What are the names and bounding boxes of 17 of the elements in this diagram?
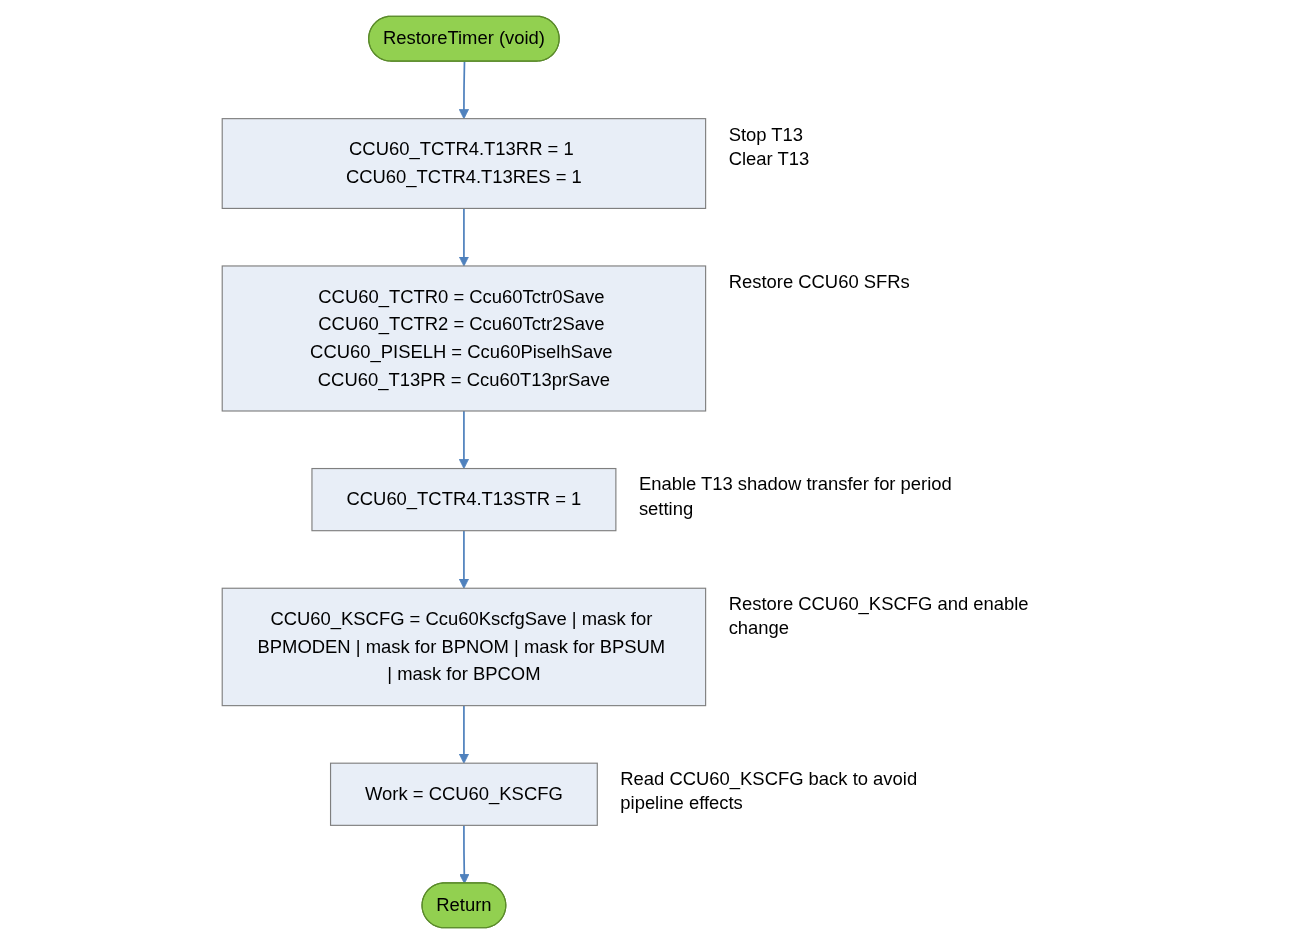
node-box: CCU60_TCTR0 = Ccu60Tctr0Save CCU60_TCTR2 = Ccu60Tctr2Save CCU60_PISELH = Ccu60PiselhSave CCU60_T13PR = Ccu60T13prSave [222,265,707,412]
annotation-text: Clear T13 [729,147,810,170]
node-box: Work = CCU60_KSCFG [330,762,599,826]
arrow [459,207,470,267]
arrow [459,529,470,589]
annotation-text: Restore CCU60 SFRs [729,270,911,294]
annotation-text: Stop T13 [729,123,804,147]
annotation-text: Read CCU60_KSCFG back to avoid pipeline effects [620,767,919,815]
node-box: CCU60_TCTR4.T13RR = 1 CCU60_TCTR4.T13RES = 1 [222,118,707,209]
arrow [459,60,470,120]
arrow [459,410,470,469]
node-box: CCU60_TCTR4.T13STR = 1 [311,467,617,532]
annotation-text: Restore CCU60_KSCFG and enable change [729,593,1030,640]
annotation-text: Enable T13 shadow transfer for period setting [639,473,954,521]
arrow [459,824,470,884]
node-box: CCU60_KSCFG = Ccu60KscfgSave | mask for BPMODEN | mask for BPNOM | mask for BPSUM | mask for BPCOM [222,587,707,707]
arrow [459,704,470,764]
